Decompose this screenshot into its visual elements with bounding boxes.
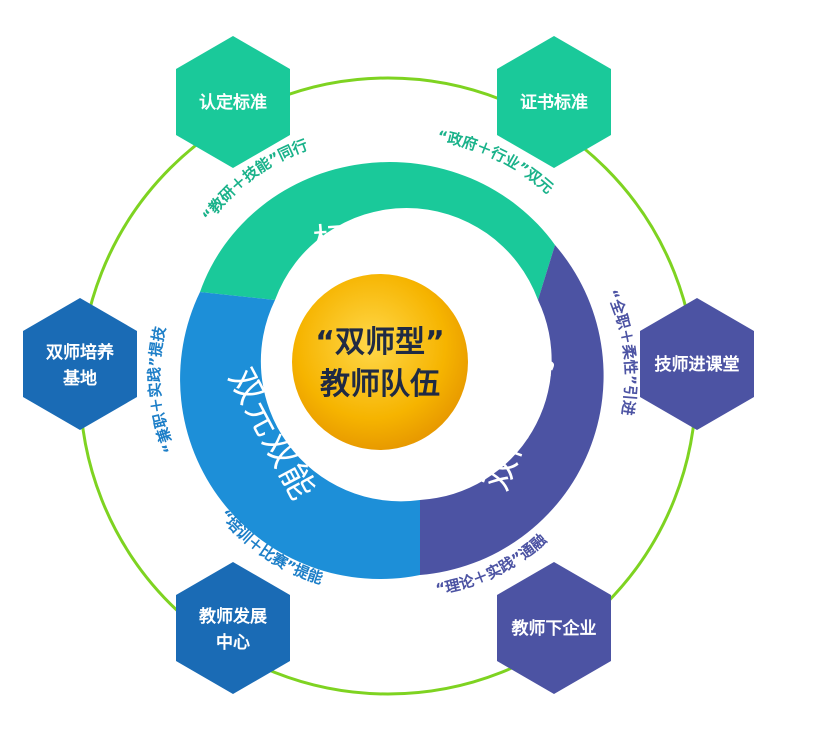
hexagon-label: 证书标准 [520,92,588,113]
hexagon-label-line-1: 教师发展 [198,606,267,627]
segment-left [180,292,420,580]
arc-phrase-left-upper: “兼职＋实践”提技 [146,324,179,455]
hexagon-label-line-2: 中心 [216,632,250,653]
hexagon-label: 教师下企业 [511,618,597,639]
hexagon-label: 技师进课堂 [655,354,740,375]
hexagon-teacher-development-center: 教师发展 中心 [176,562,290,694]
hexagon-label-line-2: 基地 [62,368,97,389]
segment-top [200,162,555,300]
arc-phrase-right-upper: “全职＋柔性”引进 [603,287,640,417]
center-line-2: 教师队伍 [320,367,440,402]
hexagon-teachers-to-enterprise: 教师下企业 [497,562,611,694]
hexagon-technician-classroom: 技师进课堂 [640,298,754,430]
hexagon-label: 认定标准 [199,92,267,113]
hexagon-training-base: 双师培养 基地 [23,298,137,430]
hexagon-certification-standard: 认定标准 [176,36,290,168]
hexagon-label-line-1: 双师培养 [46,342,115,363]
segment-right [370,245,604,575]
center-circle [292,274,468,450]
hexagon-certificate-standard: 证书标准 [497,36,611,168]
center-line-1: “双师型” [315,325,444,360]
